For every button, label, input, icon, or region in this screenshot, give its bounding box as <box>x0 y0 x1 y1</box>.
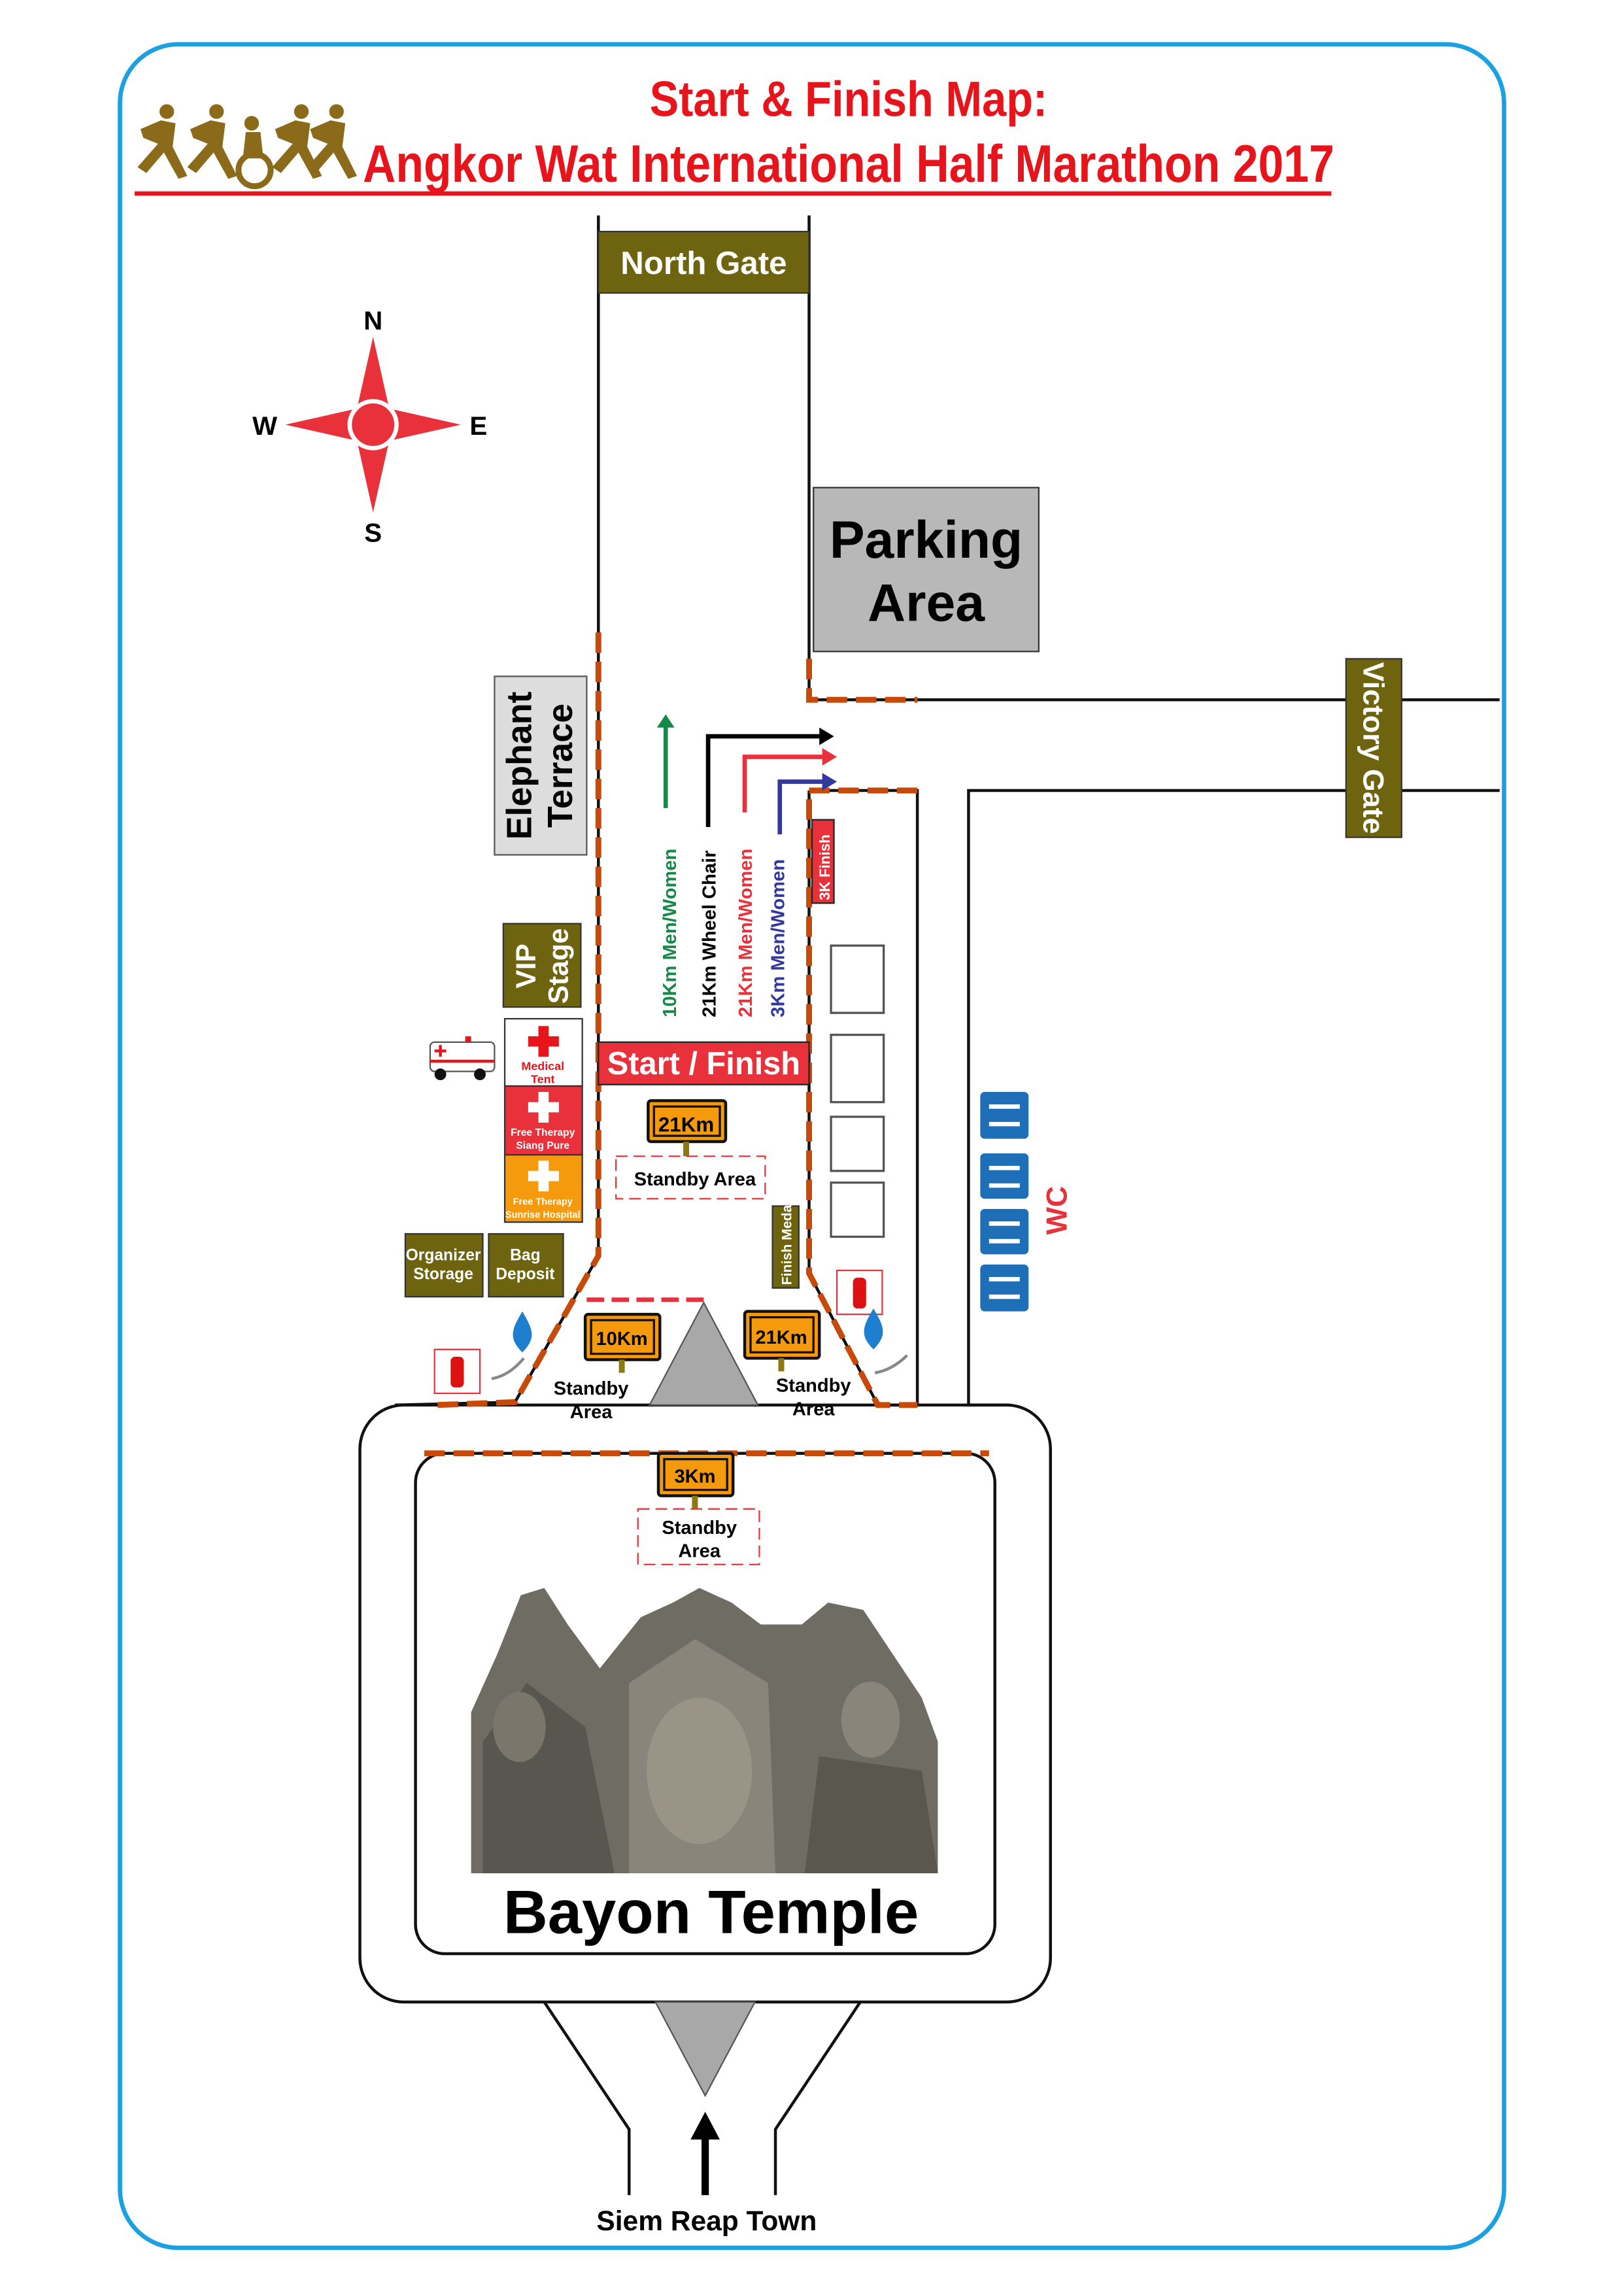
svg-text:Area: Area <box>678 1541 720 1562</box>
svg-text:Organizer: Organizer <box>406 1246 481 1264</box>
svg-text:Area: Area <box>570 1402 613 1423</box>
bag-deposit <box>488 1232 564 1298</box>
white-cross-icon <box>528 1091 559 1123</box>
svg-text:3Km: 3Km <box>674 1466 715 1487</box>
standby-area-21km-top <box>615 1155 766 1200</box>
white-cross-icon <box>528 1161 559 1192</box>
wc-label: WC <box>1040 1186 1073 1235</box>
standby-area-3km <box>637 1508 760 1565</box>
elephant-label-2: Terrace <box>541 704 580 828</box>
3k-finish <box>811 819 835 904</box>
compass-east: E <box>469 411 487 441</box>
bayon-temple-label: Bayon Temple <box>503 1878 919 1946</box>
compass-west: W <box>252 411 277 441</box>
north-gate-label: North Gate <box>620 245 787 281</box>
organizer-storage <box>404 1232 484 1298</box>
route-label-3km: 3Km Men/Women <box>768 859 788 1017</box>
fire-extinguisher-icon <box>433 1269 883 1395</box>
elephant-terrace <box>494 675 588 856</box>
siem-reap-town-label: Siem Reap Town <box>596 2206 817 2237</box>
route-label-10km: 10Km Men/Women <box>660 849 681 1017</box>
free-therapy-siang-pure: Free Therapy Siang Pure <box>503 1085 583 1156</box>
parking-area <box>813 486 1040 653</box>
route-label-21km: 21Km Men/Women <box>736 849 756 1017</box>
elephant-label-1: Elephant <box>499 691 539 840</box>
wc-icons <box>980 1091 1029 1312</box>
compass-south: S <box>364 518 382 548</box>
toilet-icon <box>980 1091 1029 1139</box>
banana-icon <box>491 1354 909 1380</box>
triangle-marker <box>648 1300 760 1406</box>
finish-medal <box>771 1205 800 1289</box>
route-arrows <box>656 714 837 835</box>
vip-label-1: VIP <box>511 944 542 989</box>
parking-label-1: Parking <box>830 511 1023 570</box>
medical-tent: Medical Tent <box>503 1017 583 1087</box>
standby-area-10km: Standby <box>554 1378 630 1399</box>
north-gate <box>598 230 810 294</box>
map-border <box>118 42 1506 2251</box>
start-finish-label: Start / Finish <box>607 1046 800 1081</box>
toilet-icon <box>980 1153 1029 1199</box>
toilet-icon <box>980 1208 1029 1255</box>
free-therapy-sunrise-hospital: Free Therapy Sunrise Hospital <box>503 1154 583 1223</box>
svg-text:Standby: Standby <box>662 1518 737 1538</box>
svg-text:Free Therapy: Free Therapy <box>511 1127 575 1138</box>
water-drop-icon <box>513 1308 883 1353</box>
vip-label-2: Stage <box>543 928 574 1004</box>
svg-text:Area: Area <box>792 1399 835 1420</box>
svg-text:Standby Area: Standby Area <box>634 1169 756 1190</box>
runners-logo-icon <box>137 104 358 190</box>
svg-text:Siang Pure: Siang Pure <box>516 1140 569 1151</box>
red-cross-icon <box>528 1026 559 1057</box>
start-finish-banner <box>598 1041 810 1085</box>
svg-text:Sunrise Hospital: Sunrise Hospital <box>505 1210 581 1220</box>
toilet-icon <box>980 1265 1029 1312</box>
finish-chutes <box>830 944 885 1238</box>
bayon-temple-image <box>471 1588 938 1873</box>
title-line1: Start & Finish Map: <box>650 71 1048 127</box>
svg-text:Deposit: Deposit <box>496 1265 554 1283</box>
ambulance-icon <box>429 1036 496 1081</box>
svg-text:Storage: Storage <box>413 1265 473 1283</box>
sign-21km-right <box>743 1310 821 1360</box>
svg-text:21Km: 21Km <box>658 1113 714 1136</box>
victory-gate-label: Victory Gate <box>1357 662 1390 834</box>
entry-triangle <box>654 2001 756 2098</box>
svg-text:10Km: 10Km <box>596 1329 647 1350</box>
svg-text:3K Finish: 3K Finish <box>817 834 833 900</box>
svg-text:21Km: 21Km <box>755 1327 807 1348</box>
svg-text:Free Therapy: Free Therapy <box>513 1197 573 1207</box>
victory-gate <box>1345 658 1402 838</box>
compass-icon: N S W E <box>252 306 487 547</box>
svg-text:Finish Medal: Finish Medal <box>779 1201 795 1285</box>
vip-stage <box>502 923 582 1008</box>
standby-area-21km-right: Standby <box>776 1376 852 1397</box>
title-line2: Angkor Wat International Half Marathon 2… <box>363 135 1334 194</box>
svg-text:Tent: Tent <box>531 1073 554 1086</box>
compass-north: N <box>364 306 382 335</box>
parking-label-2: Area <box>868 573 985 632</box>
route-label-21km-wheelchair: 21Km Wheel Chair <box>699 851 720 1017</box>
svg-text:Medical: Medical <box>521 1059 564 1072</box>
svg-text:Bag: Bag <box>510 1246 541 1264</box>
